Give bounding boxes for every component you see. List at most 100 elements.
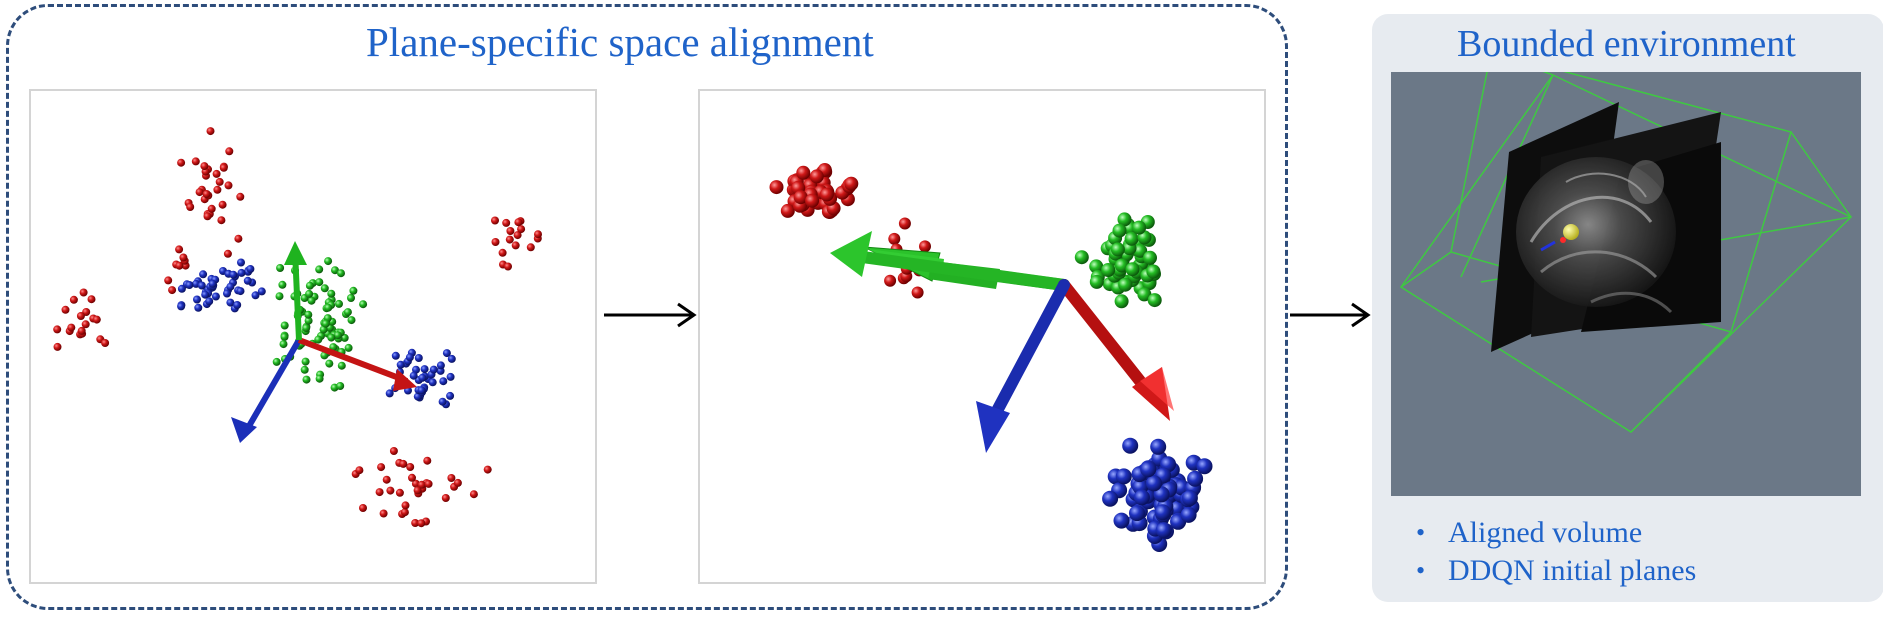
bullet-dot-icon: • — [1416, 518, 1426, 547]
point-sphere — [337, 361, 346, 370]
point-sphere — [1114, 294, 1129, 309]
point-sphere — [275, 292, 284, 301]
point-sphere — [898, 217, 911, 230]
point-sphere — [420, 365, 429, 374]
red-aligned-points — [769, 163, 931, 299]
point-sphere — [324, 257, 333, 266]
point-sphere — [347, 316, 356, 325]
point-sphere — [61, 305, 70, 314]
right-arrow-icon — [604, 302, 697, 328]
point-sphere — [320, 284, 329, 293]
point-sphere — [199, 270, 208, 279]
point-sphere — [185, 281, 194, 289]
point-sphere — [237, 268, 246, 277]
point-sphere — [919, 240, 931, 253]
point-sphere — [300, 365, 309, 374]
point-sphere — [337, 269, 345, 278]
environment-bullet-list: •Aligned volume • DDQN initial planes — [1410, 514, 1696, 590]
point-sphere — [305, 289, 314, 298]
point-sphere — [229, 270, 238, 279]
point-sphere — [246, 265, 255, 273]
point-sphere — [391, 351, 400, 360]
point-sphere — [884, 274, 897, 287]
point-sphere — [382, 475, 391, 484]
point-sphere — [1155, 522, 1172, 539]
point-sphere — [1118, 277, 1133, 292]
point-sphere — [236, 192, 245, 201]
point-sphere — [385, 389, 394, 398]
point-sphere — [207, 204, 216, 213]
point-sphere — [177, 158, 186, 167]
point-sphere — [469, 490, 478, 499]
point-sphere — [201, 290, 210, 299]
point-sphere — [279, 340, 288, 349]
point-sphere — [53, 342, 62, 351]
point-sphere — [186, 203, 195, 211]
point-sphere — [1129, 505, 1145, 522]
point-sphere — [498, 248, 507, 257]
point-sphere — [844, 176, 859, 191]
point-sphere — [301, 357, 310, 366]
point-sphere — [1132, 220, 1147, 235]
point-sphere — [314, 335, 323, 344]
point-sphere — [417, 480, 426, 489]
point-sphere — [200, 162, 209, 171]
point-sphere — [359, 504, 367, 512]
point-sphere — [506, 227, 515, 235]
point-sphere — [305, 281, 314, 290]
green-cluster-points — [272, 257, 368, 392]
point-sphere — [436, 361, 445, 370]
point-sphere — [193, 295, 201, 304]
unaligned-points-panel — [29, 89, 597, 584]
point-sphere — [396, 360, 405, 369]
point-sphere — [219, 163, 228, 172]
plane-alignment-title: Plane-specific space alignment — [366, 19, 874, 65]
point-sphere — [315, 278, 324, 287]
point-sphere — [447, 474, 456, 482]
point-sphere — [205, 297, 214, 306]
point-sphere — [236, 287, 245, 296]
point-sphere — [429, 365, 438, 374]
point-sphere — [796, 165, 811, 180]
point-sphere — [223, 289, 231, 298]
ultrasound-slice-texture — [1516, 157, 1676, 314]
blue-aligned-points — [1102, 437, 1213, 552]
point-sphere — [1133, 243, 1148, 258]
point-sphere — [1102, 490, 1119, 507]
point-sphere — [446, 391, 455, 400]
point-sphere — [447, 354, 456, 363]
landmark-marker — [1563, 224, 1579, 240]
point-sphere — [276, 264, 285, 272]
point-sphere — [769, 180, 784, 195]
point-sphere — [324, 303, 333, 312]
point-sphere — [1115, 468, 1132, 485]
point-sphere — [243, 276, 252, 285]
point-sphere — [405, 353, 414, 362]
bullet-dot-icon: • — [1416, 556, 1426, 585]
point-sphere — [77, 326, 86, 335]
point-sphere — [888, 232, 901, 245]
point-sphere — [257, 287, 266, 296]
point-sphere — [315, 265, 324, 274]
point-sphere — [223, 249, 232, 258]
point-sphere — [226, 282, 235, 291]
point-sphere — [399, 459, 408, 468]
point-sphere — [534, 230, 542, 239]
point-sphere — [67, 323, 76, 332]
point-sphere — [327, 333, 336, 342]
bounded-environment-title: Bounded environment — [1457, 23, 1796, 65]
list-item: •Aligned volume — [1410, 514, 1696, 552]
point-sphere — [211, 292, 220, 301]
point-sphere — [408, 473, 416, 482]
point-sphere — [1187, 470, 1204, 487]
point-sphere — [79, 288, 88, 297]
bullet-text: DDQN initial planes — [1448, 554, 1697, 587]
point-sphere — [195, 188, 204, 197]
point-sphere — [491, 216, 499, 225]
point-sphere — [92, 315, 101, 324]
volume-render-view — [1391, 72, 1861, 496]
point-sphere — [1089, 274, 1104, 289]
point-sphere — [203, 212, 212, 221]
point-sphere — [304, 316, 313, 325]
point-sphere — [1110, 242, 1125, 257]
